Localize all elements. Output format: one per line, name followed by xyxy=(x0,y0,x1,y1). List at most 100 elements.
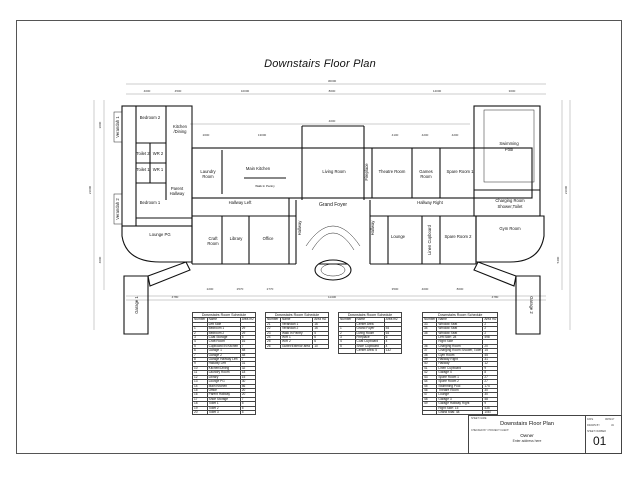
room-schedule-1: Downstairs Room Schedule Number Name Are… xyxy=(192,312,257,416)
room-laundry: Laundry xyxy=(200,169,216,174)
dim-bot-a: 4780 xyxy=(172,295,179,299)
table-cell: 1067 xyxy=(482,409,499,416)
tb-label-client: CHECKED BY / PROJECT CLIENT xyxy=(471,429,509,432)
title-block-main: SHEET NAME Downstairs Floor Plan CHECKED… xyxy=(469,416,586,453)
schedule-header: Area m2 xyxy=(312,317,329,323)
room-wr-1: WR 1 xyxy=(153,167,164,172)
walls xyxy=(113,105,545,335)
room-hallway: Hallway xyxy=(170,191,186,196)
dim-left-a: 3000 xyxy=(98,121,102,128)
schedule-caption: Downstairs Room Schedule xyxy=(422,312,499,318)
dimension-lines xyxy=(93,83,571,330)
dim-bot-b: 2200 xyxy=(207,287,214,291)
schedule-header: Number xyxy=(421,317,438,323)
room-pool-line2: Pool xyxy=(505,147,513,152)
tb-address: Enter address here xyxy=(512,439,542,443)
schedule-header: Area m2 xyxy=(482,317,499,323)
tb-date: 08/09/17 xyxy=(605,418,615,421)
table-cell xyxy=(338,348,356,354)
room-games: Games xyxy=(419,169,433,174)
room-shower: Shower,Toilet xyxy=(498,204,524,209)
dim-mid-e: 4200 xyxy=(422,133,429,137)
room-lounge-pg: Lounge PG xyxy=(149,232,170,237)
room-gym: Gym Room xyxy=(499,226,521,231)
dim-mid-f: 4200 xyxy=(452,133,459,137)
room-hallway-vertical: Hallway xyxy=(297,220,302,236)
room-hallway-left: Hallway Left xyxy=(229,200,253,205)
schedule-header: Number xyxy=(192,317,208,323)
room-schedule-4: Downstairs Room Schedule Number Name Are… xyxy=(421,312,499,416)
table-cell: Toilet 3 xyxy=(206,409,241,416)
schedule-caption: Downstairs Room Schedule xyxy=(265,312,329,318)
room-spare-2: Spare Room 2 xyxy=(445,234,473,239)
dim-top-e: 14000 xyxy=(433,89,442,93)
table-cell: Center Area: 5 xyxy=(354,348,385,354)
room-toilet-2: Toilet 2 xyxy=(136,151,150,156)
room-linen: Linen Cupboard xyxy=(427,224,432,254)
room-charging: Charging Room xyxy=(495,198,525,203)
room-games-line2: Room xyxy=(420,174,432,179)
table-cell: 132 xyxy=(383,348,403,354)
room-wr-2: WR 2 xyxy=(153,151,164,156)
room-bedroom-1: Bedroom 1 xyxy=(140,200,161,205)
room-schedule-2: Downstairs Room Schedule Number Name Are… xyxy=(265,312,329,350)
room-verandah-1: Verandah 1 xyxy=(115,116,120,138)
title-block-side: DATE 08/09/17 DRAWN BY VA SHEET NUMBER xyxy=(585,416,621,453)
table-cell: Gutter/Exterior area xyxy=(279,343,314,350)
title-block: SHEET NAME Downstairs Floor Plan CHECKED… xyxy=(468,415,622,454)
room-theatre: Theatre Room xyxy=(379,169,406,174)
tb-drawing-name: Downstairs Floor Plan xyxy=(500,421,554,427)
tb-label-drawn-by: DRAWN BY xyxy=(587,424,600,427)
dim-mid-b: 13000 xyxy=(258,133,267,137)
table-cell: 10 xyxy=(312,343,329,350)
room-spare-1: Spare Room 1 xyxy=(447,169,475,174)
dimension-labels: 30000 4000 4500 10000 8000 14000 3000 20… xyxy=(88,79,568,299)
drawing-sheet xyxy=(16,20,622,454)
tb-owner: Owner xyxy=(520,433,534,438)
room-labels: Bedroom 2 Kitchen /Dining Toilet 2 WR 2 … xyxy=(115,115,534,314)
dim-mid-a: 2000 xyxy=(203,133,210,137)
dim-left-c: 4000 xyxy=(98,256,102,263)
table-cell: 5 xyxy=(239,409,257,416)
tb-label-sheet-number: SHEET NUMBER xyxy=(587,430,606,433)
room-lounge: Lounge xyxy=(391,234,406,239)
schedule-caption: Downstairs Room Schedule xyxy=(338,312,402,318)
tb-label-date: DATE xyxy=(587,418,594,421)
room-walk-in-pantry: Walk In Pantry xyxy=(255,184,275,188)
room-garage-2: Garage 2 xyxy=(529,296,534,314)
dim-bot-g: 4000 xyxy=(422,287,429,291)
room-living-room: Living Room xyxy=(322,169,346,174)
schedule-header: Area m2 xyxy=(239,317,257,323)
plan-title: Downstairs Floor Plan xyxy=(264,58,376,70)
room-kitchen: Kitchen xyxy=(173,124,188,129)
room-hallway-right: Hallway Right xyxy=(417,200,443,205)
dim-bot-h: 8000 xyxy=(457,287,464,291)
room-parent: Parent xyxy=(171,186,184,191)
schedule-header: Area m2 xyxy=(383,317,403,323)
tb-sheet-number: 01 xyxy=(593,434,607,448)
room-bedroom-2: Bedroom 2 xyxy=(140,115,161,120)
room-dining: /Dining xyxy=(173,129,187,134)
schedule-caption: Downstairs Room Schedule xyxy=(192,312,256,318)
dim-overall: 30000 xyxy=(328,79,337,83)
room-grand-foyer: Grand Foyer xyxy=(319,202,347,208)
dim-bot-e: 11400 xyxy=(328,295,336,299)
room-library: Library xyxy=(230,236,244,241)
room-pool: Swimming xyxy=(499,141,519,146)
dim-top-c: 10000 xyxy=(241,89,250,93)
room-craft-line2: Room xyxy=(207,241,219,246)
room-main-kitchen: Main Kitchen xyxy=(246,166,271,171)
tb-drawn-by: VA xyxy=(611,424,615,427)
